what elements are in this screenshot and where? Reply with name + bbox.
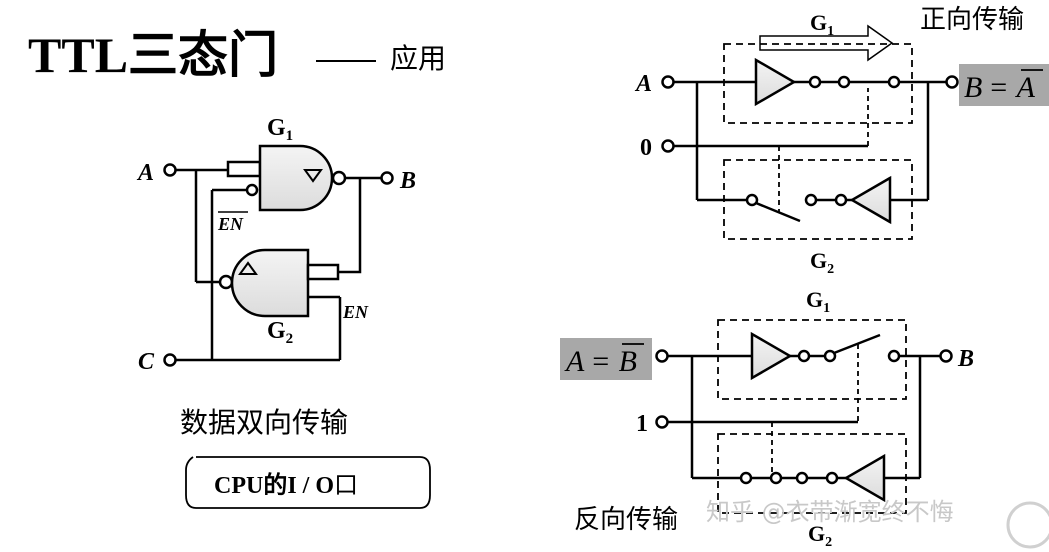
gate1-tristate-icon xyxy=(303,169,323,183)
gate1-body xyxy=(258,144,334,212)
forward-labels: 正向传输 G1 G2 A 0 B=A xyxy=(634,5,1049,277)
forward-label-a: A xyxy=(634,71,652,97)
label-b: B xyxy=(399,168,416,194)
label-a: A xyxy=(136,160,154,186)
watermark: 知乎 @衣带渐宽终不悔 xyxy=(706,498,1049,549)
left-labels: A B C G1 G2 EN EN xyxy=(136,115,416,375)
seal-icon xyxy=(1006,501,1049,549)
cpu-io-text: CPU的I / O口 xyxy=(214,471,358,499)
forward-label-g2: G2 xyxy=(810,248,834,277)
label-g2: G2 xyxy=(267,318,293,347)
forward-circuit xyxy=(661,24,959,240)
forward-label-g1: G1 xyxy=(810,10,834,39)
forward-label-0: 0 xyxy=(640,135,652,161)
label-en: EN xyxy=(342,302,369,322)
forward-result: B=A xyxy=(964,71,1036,104)
reverse-g2-buffer xyxy=(843,453,886,503)
reverse-g1-buffer xyxy=(750,331,793,381)
forward-arrow-icon xyxy=(759,24,894,62)
bidir-label: 数据双向传输 xyxy=(180,406,348,439)
reverse-label-g1: G1 xyxy=(806,287,830,316)
gate2-body xyxy=(230,248,310,318)
reverse-circuit xyxy=(655,319,953,514)
left-circuit xyxy=(163,144,394,367)
forward-heading: 正向传输 xyxy=(920,5,1024,35)
reverse-heading: 反向传输 xyxy=(574,505,678,535)
gate2-tristate-icon xyxy=(238,261,258,275)
page-title: TTL三态门 应用 xyxy=(28,27,446,83)
title-sub: 应用 xyxy=(390,42,446,75)
reverse-label-b: B xyxy=(957,346,974,372)
reverse-result: A=B xyxy=(564,345,637,378)
label-c: C xyxy=(138,349,155,375)
forward-result-highlight xyxy=(959,64,1049,106)
gate1-output-bubble xyxy=(331,170,347,186)
reverse-labels: G1 G2 B 1 A=B 反向传输 xyxy=(560,287,974,550)
label-en-bar: EN xyxy=(217,214,244,234)
forward-g1-buffer xyxy=(754,57,797,107)
node-b xyxy=(380,171,394,185)
reverse-label-g2: G2 xyxy=(808,521,832,550)
reverse-result-highlight xyxy=(560,338,652,380)
label-g1: G1 xyxy=(267,115,293,144)
forward-g2-buffer xyxy=(849,175,892,225)
watermark-text: 知乎 @衣带渐宽终不悔 xyxy=(706,498,954,526)
reverse-label-1: 1 xyxy=(636,411,648,437)
node-a xyxy=(163,163,177,177)
cpu-io-box: CPU的I / O口 xyxy=(185,456,431,509)
title-main: TTL三态门 xyxy=(28,27,278,83)
node-c xyxy=(163,353,177,367)
